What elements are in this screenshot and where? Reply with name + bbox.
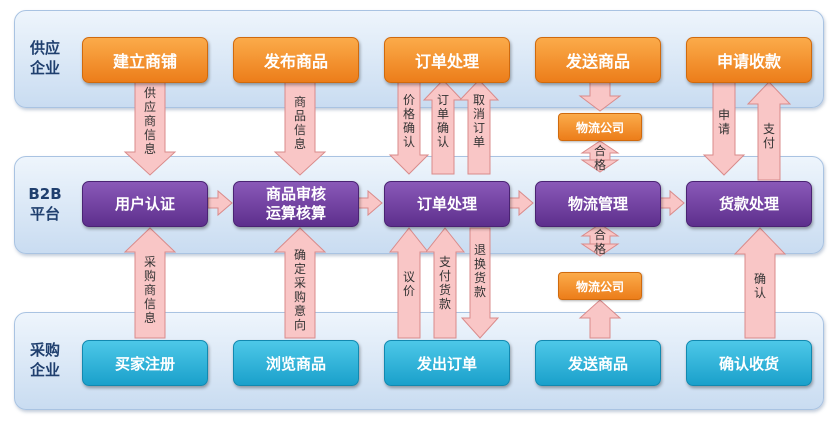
arrow-buyer-info xyxy=(123,227,177,339)
buyer-box-place-order: 发出订单 xyxy=(384,340,510,386)
logistics-company-bottom: 物流公司 xyxy=(558,272,642,300)
arrow-h2 xyxy=(357,189,383,217)
arrow-h3 xyxy=(508,189,534,217)
supplier-band-label: 供应 企业 xyxy=(29,39,60,77)
platform-box-user-auth: 用户认证 xyxy=(82,181,208,227)
label-buyer-info: 采购商信息 xyxy=(143,255,156,325)
buyer-box-confirm-receipt: 确认收货 xyxy=(686,340,812,386)
label-negotiate: 议价 xyxy=(402,270,415,298)
buyer-box-register: 买家注册 xyxy=(82,340,208,386)
arrow-supplier-info xyxy=(123,81,177,176)
arrow-return-goods xyxy=(460,227,500,339)
supplier-box-order-processing: 订单处理 xyxy=(384,37,510,83)
arrow-confirm xyxy=(733,227,787,339)
arrow-pay-goods xyxy=(424,227,466,339)
label-pay-goods: 支付货款 xyxy=(438,255,451,311)
arrow-apply xyxy=(702,81,746,176)
label-price-confirm: 价格确认 xyxy=(402,93,415,149)
label-purchase-intent: 确定采购意向 xyxy=(293,248,306,332)
label-return-goods: 退换货款 xyxy=(473,243,486,299)
arrow-price-confirm xyxy=(388,81,430,175)
arrow-negotiate xyxy=(388,227,430,339)
arrow-order-confirm xyxy=(422,79,464,175)
buyer-box-browse-products: 浏览商品 xyxy=(233,340,359,386)
label-apply: 申请 xyxy=(717,108,730,136)
label-logistics-qualified-top: 合格 xyxy=(593,144,606,172)
label-product-info: 商品信息 xyxy=(293,95,306,151)
supplier-box-build-shop: 建立商铺 xyxy=(82,37,208,83)
arrow-logistics-to-buyer xyxy=(578,299,622,339)
supplier-box-send-goods: 发送商品 xyxy=(535,37,661,83)
label-cancel-order: 取消订单 xyxy=(472,93,485,149)
arrow-logistics-qualified-top-up xyxy=(580,140,620,161)
label-confirm: 确认 xyxy=(753,272,766,300)
buyer-band-label: 采购 企业 xyxy=(29,341,60,379)
logistics-company-top: 物流公司 xyxy=(558,113,642,141)
arrow-send-to-logistics xyxy=(578,81,622,112)
arrow-pay-supplier xyxy=(746,81,792,181)
arrow-logistics-qualified-bottom-up xyxy=(580,223,620,245)
platform-band-label: B2B 平台 xyxy=(28,185,62,223)
platform-box-product-review: 商品审核 运算核算 xyxy=(233,181,359,227)
label-logistics-qualified-bottom: 合格 xyxy=(593,228,606,256)
arrow-h1 xyxy=(207,189,233,217)
platform-box-order-processing: 订单处理 xyxy=(384,181,510,227)
arrow-h4 xyxy=(659,189,685,217)
label-order-confirm: 订单确认 xyxy=(436,93,449,149)
platform-box-payment-processing: 货款处理 xyxy=(686,181,812,227)
arrow-cancel-order xyxy=(458,79,500,175)
label-supplier-info: 供应商信息 xyxy=(143,86,156,156)
buyer-box-send-goods: 发送商品 xyxy=(535,340,661,386)
platform-box-logistics-management: 物流管理 xyxy=(535,181,661,227)
arrow-purchase-intent xyxy=(273,227,327,339)
supplier-box-publish-product: 发布商品 xyxy=(233,37,359,83)
arrow-product-info xyxy=(273,81,327,176)
supplier-box-apply-payment: 申请收款 xyxy=(686,37,812,83)
label-pay-supplier: 支付 xyxy=(762,122,775,150)
